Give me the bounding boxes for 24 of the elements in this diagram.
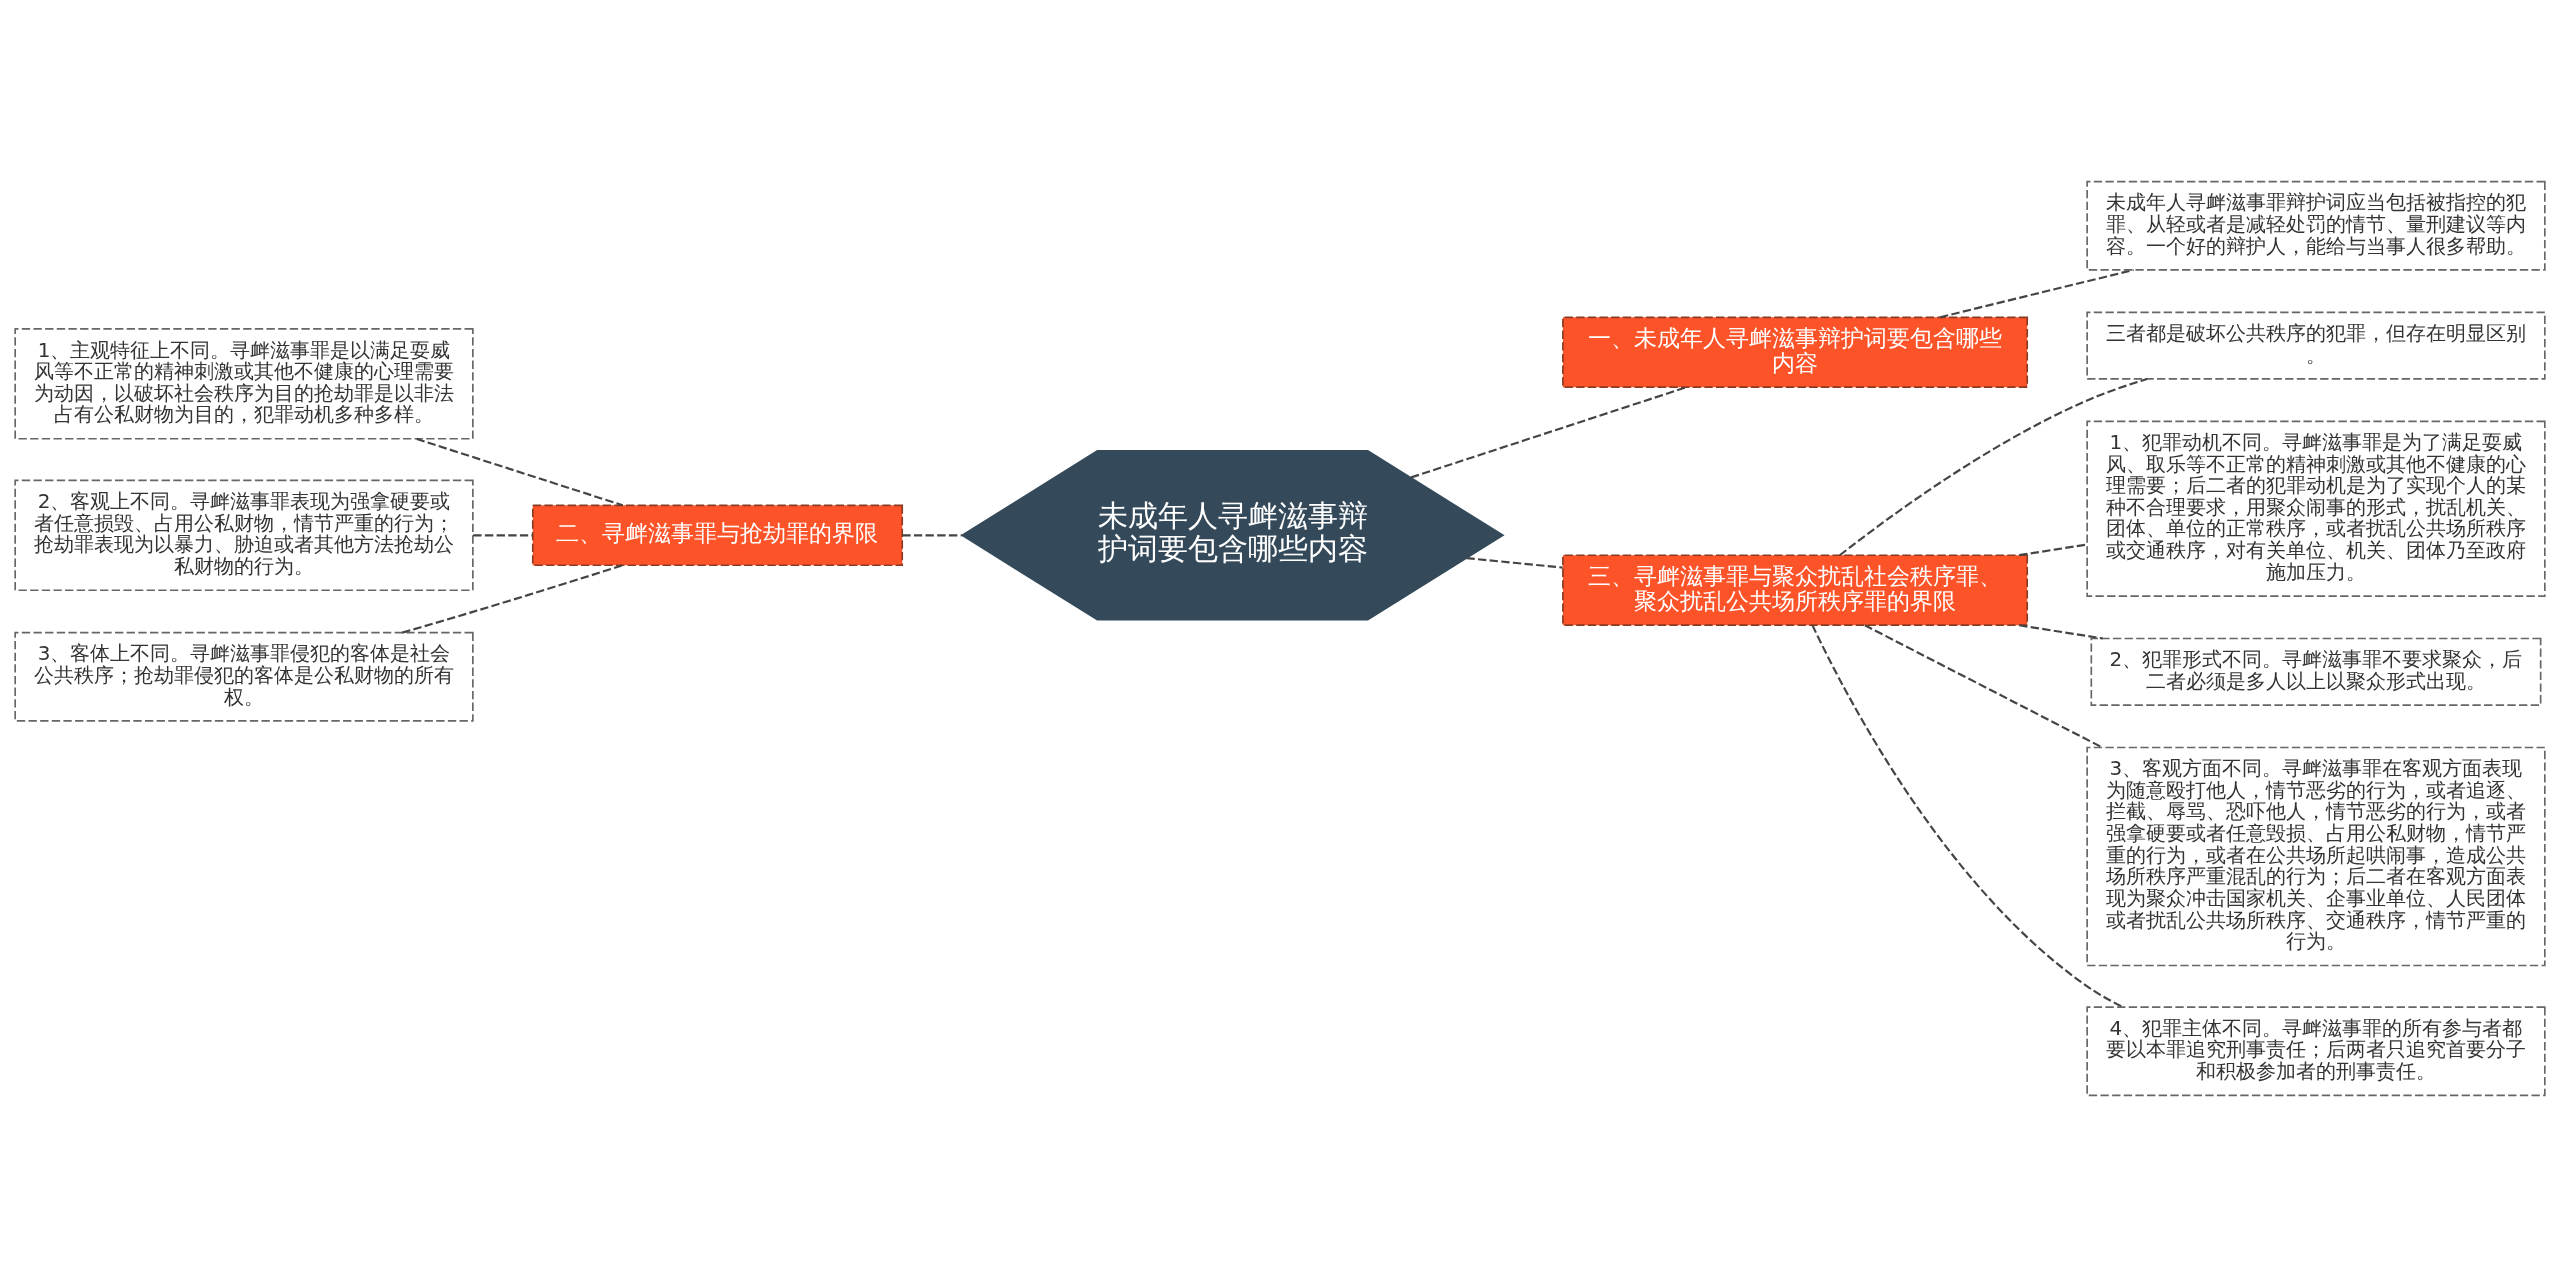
node-box: 3、客体上不同。寻衅滋事罪侵犯的客体是社会公共秩序；抢劫罪侵犯的客体是公私财物的所有权。: [14, 631, 474, 722]
node-box: 未成年人寻衅滋事罪辩护词应当包括被指控的犯罪、从轻或者是减轻处罚的情节、量刑建议等内容。一个好的辩护人，能给与当事人很多帮助。: [2086, 180, 2546, 271]
connector: [1811, 624, 2124, 1008]
connector: [902, 534, 962, 537]
connector: [401, 564, 623, 634]
node-box: 一、未成年人寻衅滋事辩护词要包含哪些内容: [1562, 316, 2029, 388]
connector: [416, 437, 624, 507]
node-box: 2、犯罪形式不同。寻衅滋事罪不要求聚众，后二者必须是多人以上以聚众形式出现。: [2090, 637, 2542, 706]
node-box: 1、主观特征上不同。寻衅滋事罪是以满足耍威风等不正常的精神刺激或其他不健康的心理需要为动因，以破坏社会秩序为目的抢劫罪是以非法占有公私财物为目的，犯罪动机多种多样。: [14, 328, 474, 440]
node-box: 1、犯罪动机不同。寻衅滋事罪是为了满足耍威风、取乐等不正常的精神刺激或其他不健康的心理需要；后二者的犯罪动机是为了实现个人的某种不合理要求，用聚众闹事的形式，扰乱机关、团体、单位的正常秩序，或者扰乱公共场所秩序或交通秩序，对有关单位、机关、团体乃至政府施加压力。: [2086, 420, 2546, 597]
connector: [473, 534, 533, 537]
node-box: 4、犯罪主体不同。寻衅滋事罪的所有参与者都要以本罪追究刑事责任；后两者只追究首要分子和积极参加者的刑事责任。: [2086, 1006, 2546, 1097]
connector: [1839, 378, 2148, 557]
node-box: 三者都是破坏公共秩序的犯罪，但存在明显区别。: [2086, 311, 2546, 380]
node-box: 三、寻衅滋事罪与聚众扰乱社会秩序罪、聚众扰乱公共场所秩序罪的界限: [1562, 554, 2029, 627]
connector: [2019, 624, 2103, 640]
connector: [2019, 543, 2088, 557]
node-box: 2、客观上不同。寻衅滋事罪表现为强拿硬要或者任意损毁、占用公私财物，情节严重的行为；抢劫罪表现为以暴力、胁迫或者其他方法抢劫公私财物的行为。: [14, 479, 474, 592]
connector: [1939, 268, 2134, 319]
connector: [1864, 624, 2103, 749]
connector: [1466, 557, 1563, 569]
node-box: 二、寻衅滋事罪与抢劫罪的界限: [531, 504, 904, 567]
connector: [1410, 386, 1687, 479]
node-box: 3、客观方面不同。寻衅滋事罪在客观方面表现为随意殴打他人，情节恶劣的行为，或者追逐、拦截、辱骂、恐吓他人，情节恶劣的行为，或者强拿硬要或者任意毁损、占用公私财物，情节严重的行为，或者在公共场所起哄闹事，造成公共场所秩序严重混乱的行为；后二者在客观方面表现为聚众冲击国家机关、企事业单位、人民团体或者扰乱公共场所秩序、交通秩序，情节严重的行为。: [2086, 746, 2546, 967]
